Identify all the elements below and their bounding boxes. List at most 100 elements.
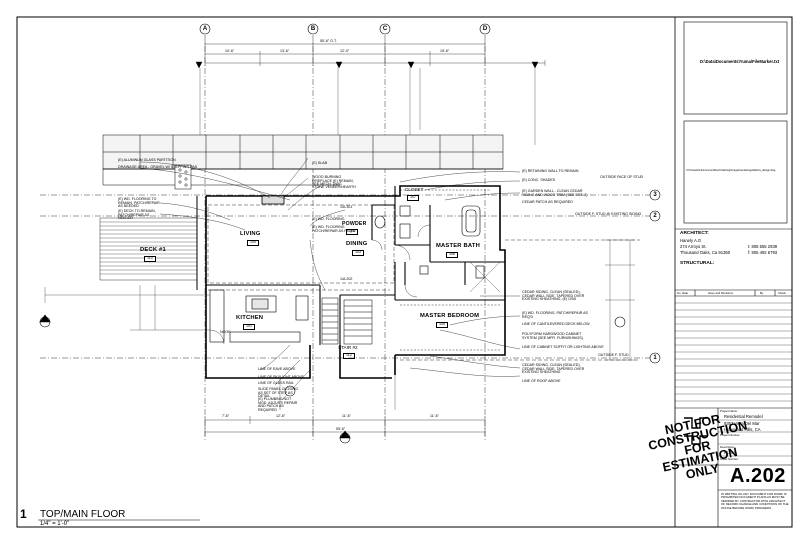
elevation-markers	[195, 61, 539, 69]
note: OUTSIDE F. STUD	[598, 353, 629, 357]
column-gridlines	[204, 35, 486, 440]
note: (E) ALUMINUM GLASS PARTITION	[118, 158, 176, 162]
note: (E) WD. FLOORING PATCH/REPAIR AS REQ'D	[312, 225, 356, 233]
dimension-text: 19'-6"	[440, 49, 450, 53]
note: DRAINAGE AREA - GRAVEL W/ STEPPING PAD	[118, 165, 198, 169]
note: (E) PLUMBING NOT MOD. ADJUST/ REPAIR AND…	[258, 397, 298, 412]
row-label: 2	[653, 213, 657, 219]
note: STONE VENEER/HEARTH	[312, 185, 356, 189]
room-name: POWDER	[342, 221, 367, 227]
description: PLAN	[724, 450, 735, 455]
bath-fixtures	[374, 205, 501, 293]
description-label: Description:	[720, 445, 735, 449]
room-name: DINING	[346, 241, 368, 247]
note: (E) SLAB	[312, 161, 327, 165]
note: LINE OF SKYLIGHT ABOVE	[258, 375, 304, 379]
note: (E) CONC. SHADES	[522, 178, 556, 182]
note: LINE OF ROOF ABOVE	[522, 379, 561, 383]
note: CEDAR SIDING, CLEAN (SEALED), CEDAR WALL…	[522, 363, 585, 375]
room-tag: 110	[144, 256, 156, 262]
note: (E) DECK TO REMAIN, PATCH/REPAIR AS NEED…	[118, 209, 156, 221]
room-tag: 103	[352, 250, 364, 256]
note: OUTSIDE F. STUD @ EXISTING SIDING	[575, 212, 642, 216]
note: CEDAR PATCH AS REQUIRED	[522, 200, 573, 204]
column-label: A	[203, 26, 208, 32]
room-tag: 112	[343, 353, 355, 359]
top-dimensions	[204, 41, 546, 66]
room-tag: 105	[436, 322, 448, 328]
room-name: DECK #1	[140, 247, 166, 253]
leader-lines	[139, 157, 521, 401]
room-tag: 100	[247, 240, 259, 246]
kitchen-fixtures	[209, 289, 309, 343]
deck-hatch	[99, 196, 198, 290]
structural-label: STRUCTURAL:	[680, 261, 715, 266]
file-path: D:\Data\Documents\Yuma\FileMarker.txt	[700, 59, 780, 64]
note: (E) RETAINING WALL TO REMAIN	[522, 169, 579, 173]
note: CEDAR SIDING, CLEAN (SEALED), CEDAR WALL…	[522, 290, 585, 302]
overall-dimension: 55'-6" O.T.	[320, 39, 337, 43]
room-tag: 101	[243, 324, 255, 330]
project-address: 9357 Vista Del Mar	[724, 421, 760, 426]
note: POLYFORM HARDWOOD CABINET SYSTEM (SEE MF…	[522, 332, 583, 340]
fireplace	[261, 195, 285, 205]
note: (E) WD. FLOORING, PATCH/REPAIR AS REQ'D	[522, 311, 588, 319]
dimension-text: 11'-6"	[430, 414, 439, 418]
project-address: Hollywood Hills, CA	[724, 427, 761, 432]
architect-phone: t: 805 555 2939	[748, 244, 778, 249]
note: LINE OF EAVE ABOVE	[258, 367, 296, 371]
project-name: Residential Remodel	[724, 414, 763, 419]
section-markers	[39, 314, 626, 444]
dimension-text: 11'-6"	[342, 414, 351, 418]
room-name: CLOSET	[405, 187, 424, 192]
room-name: KITCHEN	[236, 315, 264, 321]
room-tag: 106	[446, 252, 458, 258]
floor-plan	[39, 23, 661, 444]
project-name-label: Project Name:	[720, 409, 738, 413]
retaining-wall	[102, 134, 504, 190]
titleblock-frames	[675, 21, 792, 527]
project-number-label: Project Number:	[720, 433, 741, 437]
room-name: STAIR #2	[338, 345, 358, 350]
bubble-labels: A B C D 3 2 1	[203, 26, 658, 361]
sheet-number: A.202	[730, 465, 786, 487]
exterior-walls	[205, 185, 506, 379]
note: WOOD BURNING FIREPLACE (E) REMAIN, SEE M…	[312, 175, 354, 187]
dimension-text: 12'-0"	[340, 49, 350, 53]
door-swings	[209, 224, 431, 345]
firm-logo	[684, 417, 708, 445]
room-name: MASTER BEDROOM	[420, 313, 480, 319]
note: SLIDE PANEL CLOSING AS SET OF STEP AS DE…	[258, 387, 298, 399]
column-label: D	[483, 26, 488, 32]
drawing-scale: 1/4" = 1'-0"	[40, 521, 70, 527]
sheet-border	[16, 16, 793, 528]
sheet-reference: 1/A.301	[340, 205, 353, 209]
rev-header: Check	[778, 291, 786, 295]
architect-address: 274 Arroyo St.	[680, 244, 707, 249]
architect-address: Thousand Oaks, Ca 91360	[680, 250, 731, 255]
drawing-title: TOP/MAIN FLOOR	[40, 509, 126, 520]
dimension-text: 10'-6"	[225, 49, 235, 53]
rev-header: By	[760, 291, 764, 295]
note: (E) WD. FLOORING TO REMAIN, PATCH/REPAIR…	[118, 197, 160, 209]
note: LINE OF CABINET SOFFIT OR LIGHTING ABOVE	[522, 345, 604, 349]
room-tag: 107	[407, 195, 419, 201]
interior-walls	[206, 186, 505, 345]
dimension-text: 13'-6"	[280, 49, 290, 53]
fine-print: IN WRITING ON ANY DOCUMENT FOR WORK IS P…	[721, 492, 789, 510]
dimension-text: 12'-6"	[276, 414, 286, 418]
dimension-text: 7'-6"	[222, 414, 230, 418]
closet-lines	[400, 189, 500, 351]
architect-fax: f: 805 492 6793	[748, 250, 778, 255]
note: (E) WD. FLOORING	[312, 217, 345, 221]
rev-header: Issue and Revisions	[708, 291, 734, 295]
sheet-number-label: Sheet Number:	[720, 457, 739, 461]
column-bubbles	[199, 23, 491, 35]
rev-header: No. Date	[677, 291, 689, 295]
row-label: 3	[653, 192, 657, 198]
sheet-reference: 1/A.202	[340, 277, 353, 281]
overall-dimension: 55'-6"	[336, 427, 346, 431]
note: LINE OF GLASS RAIL	[258, 381, 294, 385]
column-label: C	[383, 26, 388, 32]
